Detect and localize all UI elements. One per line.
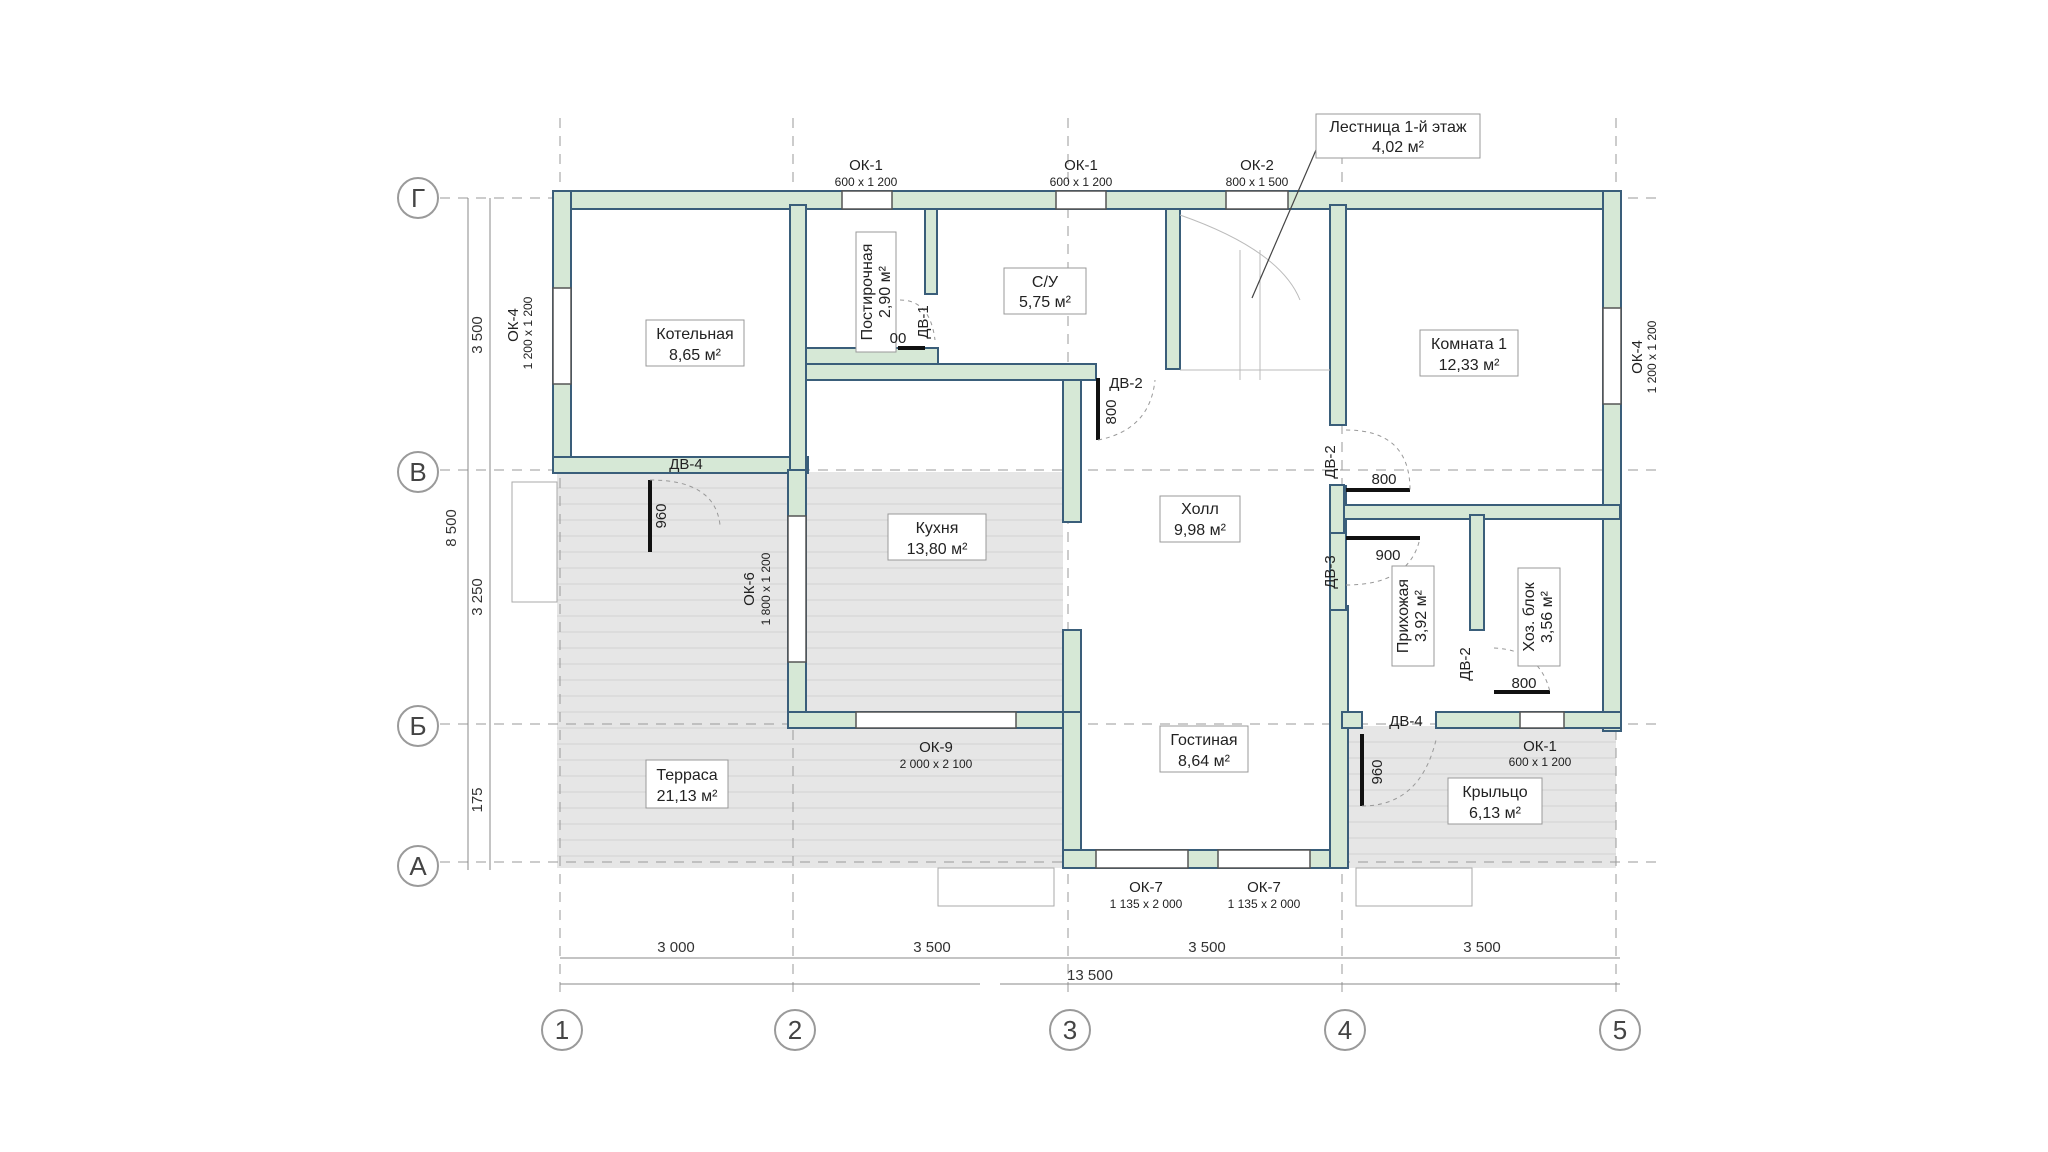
door-dim-dv3: 900 [1375, 547, 1400, 564]
door-swings [649, 299, 1551, 807]
window-marks [552, 190, 1622, 869]
window-mark-kitchen: ОК-6 [741, 572, 758, 606]
room-area-krylco: 6,13 м² [1469, 805, 1522, 822]
window-mark-left: ОК-4 [505, 308, 522, 342]
dim-left-1: 3 500 [469, 316, 486, 354]
door-dim-dv2-hoz: 800 [1511, 675, 1536, 692]
stair-leader [1251, 149, 1317, 299]
room-area-kuhnya: 13,80 м² [907, 541, 968, 558]
step-bottom-right [1355, 867, 1473, 907]
door-mark-dv1: ДВ-1 [915, 305, 932, 339]
dim-left-3: 175 [469, 787, 486, 812]
dim-left-2: 3 250 [469, 578, 486, 616]
axis-label-2: 2 [788, 1015, 802, 1045]
room-name-gostinaya: Гостиная [1170, 732, 1237, 749]
room-area-su: 5,75 м² [1019, 294, 1072, 311]
window-mark-kitchen-bottom: ОК-9 [919, 739, 953, 756]
room-area-holl: 9,98 м² [1174, 522, 1227, 539]
axis-label-g: Г [411, 183, 425, 213]
axis-label-b: Б [409, 711, 426, 741]
dim-bottom-total: 13 500 [1067, 967, 1113, 984]
room-area-prihozhaya: 3,92 м² [1413, 589, 1430, 642]
axis-label-v: В [409, 457, 426, 487]
window-mark-top3: ОК-2 [1240, 157, 1274, 174]
window-size-kitchen: 1 800 x 1 200 [759, 552, 773, 625]
door-mark-dv4-kotel: ДВ-4 [669, 456, 703, 473]
room-name-su: С/У [1032, 274, 1059, 291]
step-bottom-left [937, 867, 1055, 907]
door-mark-dv2-su: ДВ-2 [1109, 375, 1143, 392]
axis-label-4: 4 [1338, 1015, 1352, 1045]
window-mark-hoz: ОК-1 [1523, 738, 1557, 755]
terrace-area [557, 472, 1063, 868]
axis-label-a: А [409, 851, 427, 881]
room-name-terrasa: Терраса [656, 767, 717, 784]
window-mark-right: ОК-4 [1629, 340, 1646, 374]
window-size-right: 1 200 x 1 200 [1645, 320, 1659, 393]
dimension-lines [467, 198, 1620, 985]
window-mark-top2: ОК-1 [1064, 157, 1098, 174]
door-dim-dv2-room: 800 [1371, 471, 1396, 488]
room-name-holl: Холл [1181, 501, 1219, 518]
room-name-prihozhaya: Прихожая [1395, 579, 1412, 653]
axis-label-5: 5 [1613, 1015, 1627, 1045]
room-label-boxes [645, 113, 1561, 825]
window-size-hoz: 600 x 1 200 [1509, 755, 1572, 769]
window-size-top3: 800 x 1 500 [1226, 175, 1289, 189]
door-dim-dv2-su: 800 [1103, 399, 1120, 424]
stair [1179, 214, 1330, 380]
window-size-gost1: 1 135 x 2 000 [1110, 897, 1183, 911]
window-size-top2: 600 x 1 200 [1050, 175, 1113, 189]
door-dim-dv4-kotel: 960 [653, 503, 670, 528]
window-mark-gost1: ОК-7 [1129, 879, 1163, 896]
door-marks [648, 346, 1550, 806]
room-name-postirochnaya: Постирочная [859, 244, 876, 341]
dim-bottom-1: 3 000 [657, 939, 695, 956]
door-mark-dv3: ДВ-3 [1322, 555, 1339, 589]
room-name-krylco: Крыльцо [1462, 784, 1527, 801]
door-dim-dv4-entry: 960 [1369, 759, 1386, 784]
room-area-terrasa: 21,13 м² [657, 788, 718, 805]
room-name-komnata1: Комната 1 [1431, 336, 1507, 353]
room-area-gostinaya: 8,64 м² [1178, 753, 1231, 770]
room-area-kotelnaya: 8,65 м² [669, 347, 722, 364]
dim-bottom-4: 3 500 [1463, 939, 1501, 956]
terrace-step [511, 481, 558, 603]
door-dim-dv1: 00 [890, 330, 907, 347]
window-size-gost2: 1 135 x 2 000 [1228, 897, 1301, 911]
window-size-top1: 600 x 1 200 [835, 175, 898, 189]
room-area-lestnica: 4,02 м² [1372, 139, 1425, 156]
window-mark-gost2: ОК-7 [1247, 879, 1281, 896]
window-size-left: 1 200 x 1 200 [521, 296, 535, 369]
room-name-kuhnya: Кухня [916, 520, 959, 537]
dim-bottom-3: 3 500 [1188, 939, 1226, 956]
door-mark-dv4-entry: ДВ-4 [1389, 713, 1423, 730]
dim-bottom-2: 3 500 [913, 939, 951, 956]
room-name-hozblok: Хоз. блок [1521, 581, 1538, 651]
door-mark-dv2-hoz: ДВ-2 [1457, 647, 1474, 681]
dim-left-total: 8 500 [443, 509, 460, 547]
room-area-postirochnaya: 2,90 м² [877, 265, 894, 318]
axis-label-3: 3 [1063, 1015, 1077, 1045]
axis-bubbles [397, 177, 1641, 1051]
room-area-komnata1: 12,33 м² [1439, 357, 1500, 374]
room-area-hozblok: 3,56 м² [1539, 590, 1556, 643]
window-mark-top1: ОК-1 [849, 157, 883, 174]
room-name-kotelnaya: Котельная [656, 326, 733, 343]
door-mark-dv2-room: ДВ-2 [1322, 445, 1339, 479]
window-size-kitchen-bottom: 2 000 x 2 100 [900, 757, 973, 771]
room-name-lestnica: Лестница 1-й этаж [1329, 119, 1466, 136]
axis-label-1: 1 [555, 1015, 569, 1045]
